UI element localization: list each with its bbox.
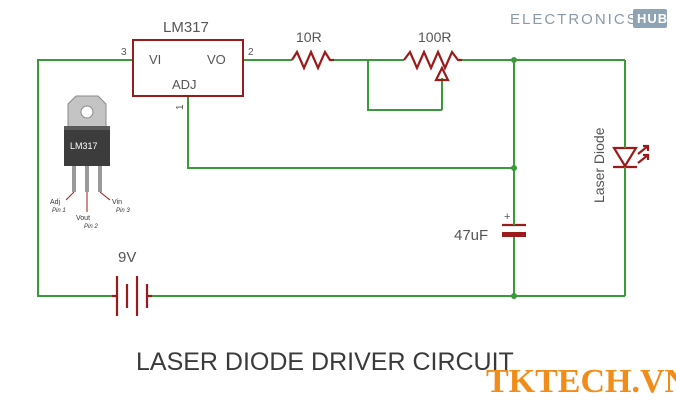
capacitor-label: 47uF bbox=[454, 227, 488, 244]
wires bbox=[37, 57, 626, 299]
package-adj: Adj bbox=[50, 199, 61, 206]
junction-bottom bbox=[511, 293, 517, 299]
regulator-vi: VI bbox=[149, 52, 161, 67]
regulator-adj: ADJ bbox=[172, 77, 197, 92]
laser-emission-arrow-2 bbox=[637, 154, 649, 164]
wire-adj bbox=[187, 96, 514, 169]
regulator: LM317 VI VO ADJ 3 2 1 bbox=[121, 19, 254, 110]
package-body bbox=[64, 126, 110, 166]
capacitor-plate-bottom bbox=[502, 232, 526, 237]
laser-diode-label: Laser Diode bbox=[591, 127, 607, 203]
resistor-fixed-zigzag bbox=[291, 49, 334, 71]
package-leg-1 bbox=[72, 166, 76, 192]
capacitor-47uf: + 47uF bbox=[454, 211, 526, 244]
package-mount-hole bbox=[80, 105, 94, 119]
battery-label: 9V bbox=[118, 249, 136, 266]
potentiometer-zigzag bbox=[403, 49, 462, 71]
resistor-fixed-label: 10R bbox=[296, 29, 322, 45]
laser-diode: Laser Diode bbox=[591, 127, 650, 203]
brand-logo: ELECTRONICS HUB bbox=[510, 9, 668, 28]
callout-vin bbox=[99, 191, 111, 201]
brand-badge-bg bbox=[633, 9, 667, 28]
capacitor-polarity: + bbox=[504, 211, 510, 223]
package-adj-pin: Pin 1 bbox=[52, 208, 66, 214]
wire-input bbox=[37, 59, 133, 297]
package-vout-pin: Pin 2 bbox=[84, 224, 98, 230]
laser-emission-head-1 bbox=[643, 144, 650, 151]
package-leg-2 bbox=[85, 166, 89, 192]
regulator-body bbox=[132, 39, 244, 97]
regulator-label: LM317 bbox=[163, 19, 209, 36]
brand-badge: HUB bbox=[637, 11, 668, 26]
package-vin-pin: Pin 3 bbox=[116, 208, 130, 214]
brand-name: ELECTRONICS bbox=[510, 11, 639, 28]
laser-emission-arrow-1 bbox=[637, 145, 649, 155]
package-body-edge bbox=[64, 126, 110, 130]
regulator-vo: VO bbox=[207, 52, 226, 67]
battery-9v: 9V bbox=[112, 249, 152, 316]
pin-vi-number: 3 bbox=[121, 47, 127, 58]
potentiometer-label: 100R bbox=[418, 29, 451, 45]
pin-adj-number: 1 bbox=[175, 104, 186, 110]
package-vout: Vout bbox=[76, 215, 90, 222]
potentiometer-wiper-arrow bbox=[434, 65, 450, 82]
junction-top bbox=[511, 57, 517, 63]
watermark: TKTECH.VN bbox=[486, 363, 676, 400]
junction-middle bbox=[511, 165, 517, 171]
callout-adj bbox=[65, 191, 75, 201]
package-vin: Vin bbox=[112, 199, 122, 206]
package-label: LM317 bbox=[70, 141, 98, 151]
wire-feedback bbox=[334, 59, 442, 111]
potentiometer-100r: 100R bbox=[403, 29, 462, 82]
laser-emission-head-2 bbox=[643, 153, 650, 160]
resistor-10r: 10R bbox=[291, 29, 334, 71]
package-leg-3 bbox=[98, 166, 102, 192]
laser-diode-triangle bbox=[612, 146, 638, 169]
lm317-package: LM317 Adj Pin 1 Vout Pin 2 Vin Pin 3 bbox=[50, 95, 130, 230]
diagram-title: LASER DIODE DRIVER CIRCUIT bbox=[136, 348, 514, 376]
pin-vo-number: 2 bbox=[248, 47, 254, 58]
